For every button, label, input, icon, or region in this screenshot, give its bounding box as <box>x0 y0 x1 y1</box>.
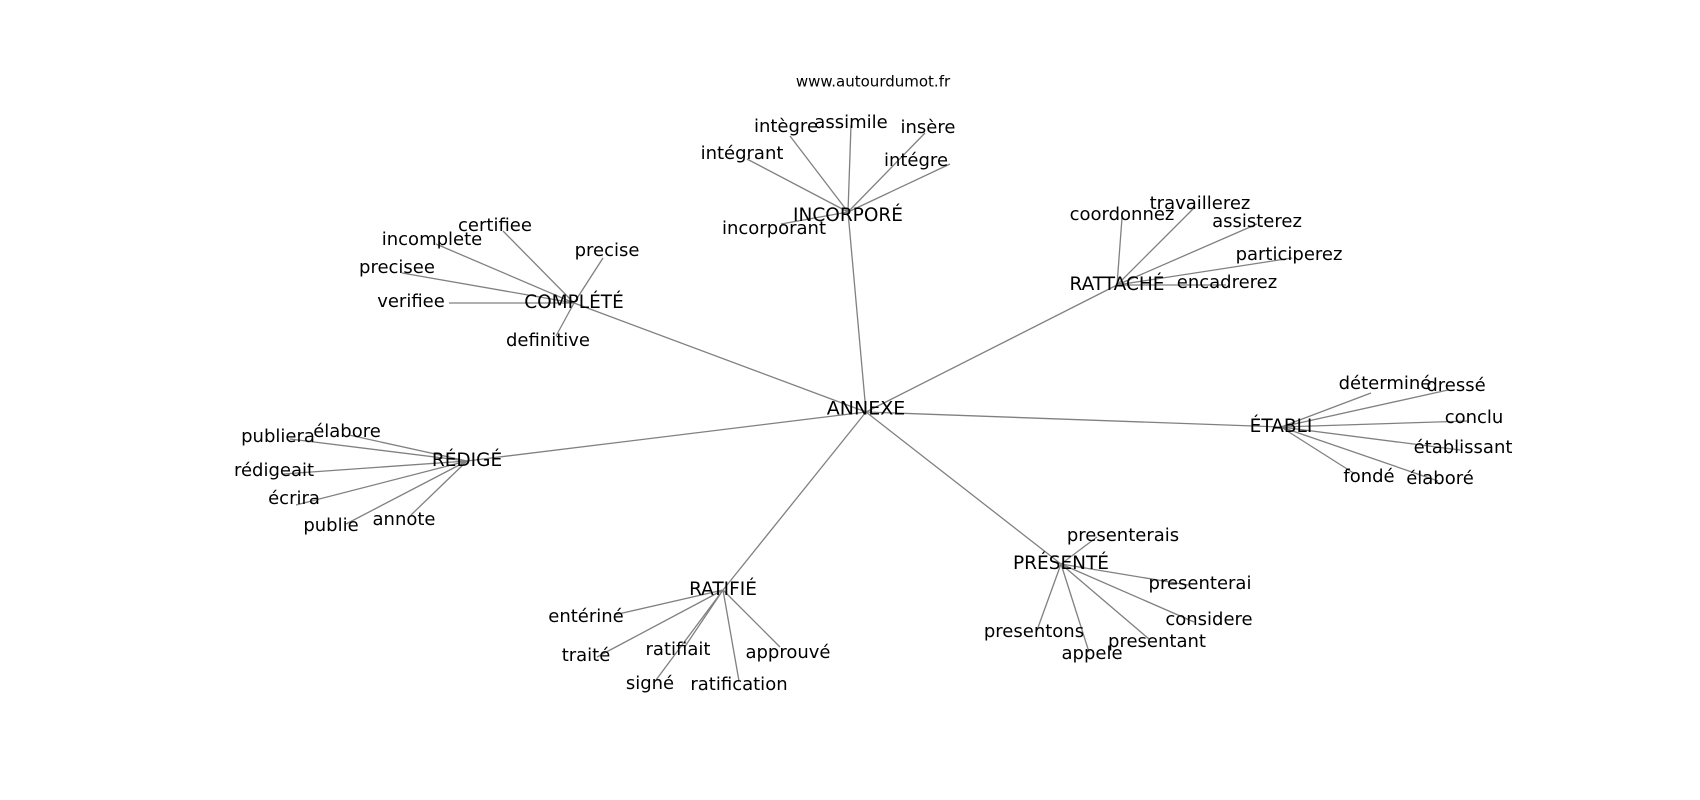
hub-node-label: RATIFIÉ <box>689 578 757 600</box>
word-node-label: verifiee <box>377 291 445 312</box>
word-node-label: élabore <box>313 421 381 442</box>
leaf-edge <box>435 243 575 304</box>
word-node-label: entériné <box>548 606 624 627</box>
hub-node-label: RATTACHÉ <box>1069 273 1164 295</box>
leaf-edge <box>780 211 849 225</box>
leaf-edge <box>722 589 740 682</box>
leaf-edge <box>289 438 468 462</box>
leaf-edge <box>1035 563 1062 634</box>
leaf-edge <box>789 135 849 213</box>
leaf-edge <box>1060 563 1150 640</box>
word-node-label: approuvé <box>745 642 830 663</box>
leaf-edge <box>1280 392 1372 428</box>
word-node-label: écrira <box>268 488 320 509</box>
leaf-edge <box>1280 426 1461 451</box>
hub-node-label: INCORPORÉ <box>793 204 903 226</box>
word-node-label: intégre <box>884 150 948 171</box>
hub-edge <box>865 411 1282 428</box>
leaf-edge <box>655 589 724 681</box>
word-node-label: publie <box>303 515 358 536</box>
word-node-label: certifiee <box>458 215 532 236</box>
hub-edge <box>865 284 1118 413</box>
word-node-label: presenterai <box>1149 573 1252 594</box>
leaf-edge <box>1116 257 1293 286</box>
leaf-edge <box>345 460 468 525</box>
leaf-edge <box>1280 420 1469 428</box>
word-node-label: insère <box>901 117 956 138</box>
word-node-label: precisee <box>359 257 435 278</box>
leaf-edge <box>282 460 468 475</box>
leaf-edge <box>401 272 575 304</box>
word-node-label: presenterais <box>1067 525 1179 546</box>
word-node-label: assisterez <box>1212 211 1302 232</box>
word-node-label: presentons <box>984 621 1084 642</box>
word-node-label: travaillerez <box>1150 193 1251 214</box>
leaf-edge <box>1280 426 1356 475</box>
hub-edge <box>847 211 867 413</box>
leaf-edge <box>1116 206 1196 286</box>
hub-node-label: ÉTABLI <box>1250 415 1313 437</box>
word-node-label: precise <box>575 240 640 261</box>
word-node-label: encadrerez <box>1177 272 1277 293</box>
hub-node-label: COMPLÉTÉ <box>524 291 624 313</box>
hub-edge <box>573 302 867 413</box>
leaf-edge <box>1280 426 1439 482</box>
word-node-label: élaboré <box>1406 468 1474 489</box>
leaf-edge <box>1280 389 1449 428</box>
source-watermark: www.autourdumot.fr <box>796 73 951 91</box>
word-node-label: intègre <box>754 116 818 137</box>
leaf-edge <box>1060 563 1195 623</box>
leaf-edge <box>1116 223 1258 286</box>
word-node-label: déterminé <box>1339 373 1432 394</box>
word-node-label: signé <box>626 673 674 694</box>
word-node-label: annote <box>373 509 436 530</box>
hub-node-label: PRÉSENTÉ <box>1013 552 1109 574</box>
leaf-edge <box>847 124 852 213</box>
word-node-label: participerez <box>1236 244 1343 265</box>
word-node-label: dressé <box>1426 375 1485 396</box>
word-node-label: assimile <box>814 112 887 133</box>
word-node-label: incomplete <box>382 229 483 250</box>
leaf-edge <box>596 589 724 658</box>
word-node-label: appele <box>1061 643 1122 664</box>
word-node-label: intégrant <box>701 143 784 164</box>
leaf-edge <box>348 434 468 462</box>
hub-edge <box>865 411 1062 565</box>
leaf-edge <box>1060 563 1189 586</box>
word-node-label: rédigeait <box>234 460 314 481</box>
hub-node-label: RÉDIGÉ <box>432 449 502 471</box>
word-node-label: publiera <box>241 426 315 447</box>
leaf-edge <box>847 132 926 213</box>
leaf-edge <box>613 589 724 616</box>
leaf-edge <box>847 163 951 213</box>
graph-edges <box>282 124 1469 682</box>
word-node-label: ratifiait <box>646 639 711 660</box>
word-node-label: presentant <box>1108 631 1206 652</box>
word-node-label: établissant <box>1414 437 1513 458</box>
word-node-label: fondé <box>1343 466 1394 487</box>
leaf-edge <box>295 460 468 506</box>
word-node-label: incorporant <box>722 218 826 239</box>
leaf-edge <box>555 302 575 337</box>
center-node-label: ANNEXE <box>827 398 905 420</box>
leaf-edge <box>722 589 781 648</box>
hub-edge <box>466 411 867 462</box>
leaf-edge <box>410 460 468 516</box>
leaf-edge <box>1060 563 1090 653</box>
leaf-edge <box>1116 217 1123 286</box>
word-node-label: traité <box>562 645 611 666</box>
leaf-edge <box>746 158 849 213</box>
word-node-label: conclu <box>1445 407 1504 428</box>
word-node-label: considere <box>1165 609 1252 630</box>
hub-edge <box>722 411 867 591</box>
leaf-edge <box>1060 536 1098 565</box>
leaf-edge <box>573 257 604 304</box>
word-node-label: ratification <box>690 674 787 695</box>
word-node-label: coordonnez <box>1070 204 1175 225</box>
word-node-label: definitive <box>506 330 590 351</box>
leaf-edge <box>502 230 575 304</box>
